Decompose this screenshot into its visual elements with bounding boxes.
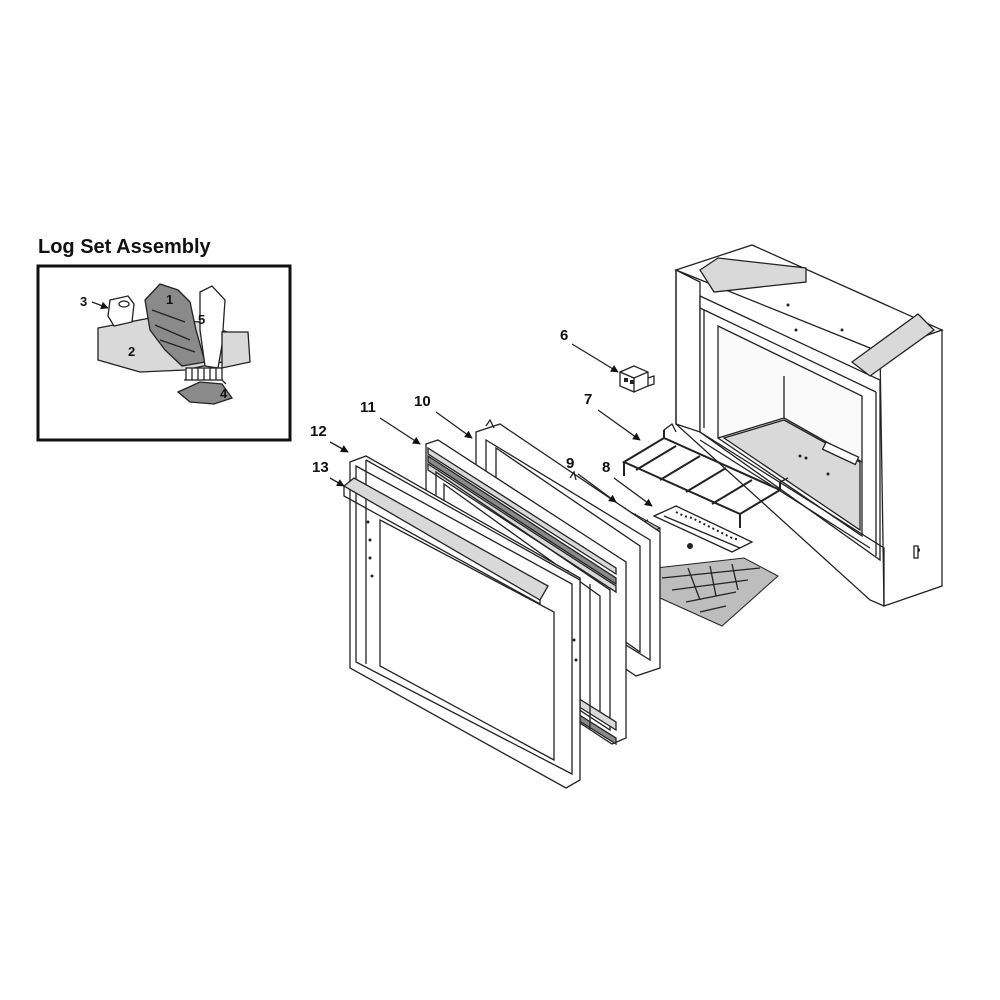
callout-6: 6: [560, 327, 568, 344]
part-6-control-box: [619, 365, 655, 393]
vent-right: [850, 313, 936, 377]
callout-2: 2: [128, 344, 135, 359]
firebox-assembly: [674, 244, 944, 607]
callout-8: 8: [602, 459, 610, 476]
part-7-log-grate: [621, 423, 789, 528]
callout-13: 13: [312, 459, 329, 476]
callout-10: 10: [414, 393, 431, 410]
callout-12: 12: [310, 423, 327, 440]
log-set-inset: 1 2 3 4 5: [36, 264, 292, 442]
callout-3: 3: [80, 294, 87, 309]
callout-1: 1: [166, 292, 173, 307]
ember-pile-4: [176, 381, 234, 405]
inset-callouts: 1 2 3 4 5: [80, 292, 228, 401]
firebox-right-side: [879, 329, 943, 607]
vent-left: [699, 257, 807, 293]
callout-11: 11: [360, 399, 376, 416]
part-13-hood: [342, 477, 549, 606]
log-5-end: [221, 331, 251, 369]
log-5: [199, 285, 226, 369]
callout-9: 9: [566, 455, 574, 472]
callout-7: 7: [584, 391, 592, 408]
firebox-left-side: [675, 268, 701, 433]
main-callouts: 6 7 8 9 10 11 12 13: [310, 327, 653, 507]
part-8-burner: [652, 505, 754, 553]
log-3: [107, 295, 135, 327]
log-set-assembly-title: Log Set Assembly: [38, 236, 211, 258]
log-1: [144, 283, 206, 367]
callout-5: 5: [198, 312, 205, 327]
callout-4: 4: [220, 386, 228, 401]
